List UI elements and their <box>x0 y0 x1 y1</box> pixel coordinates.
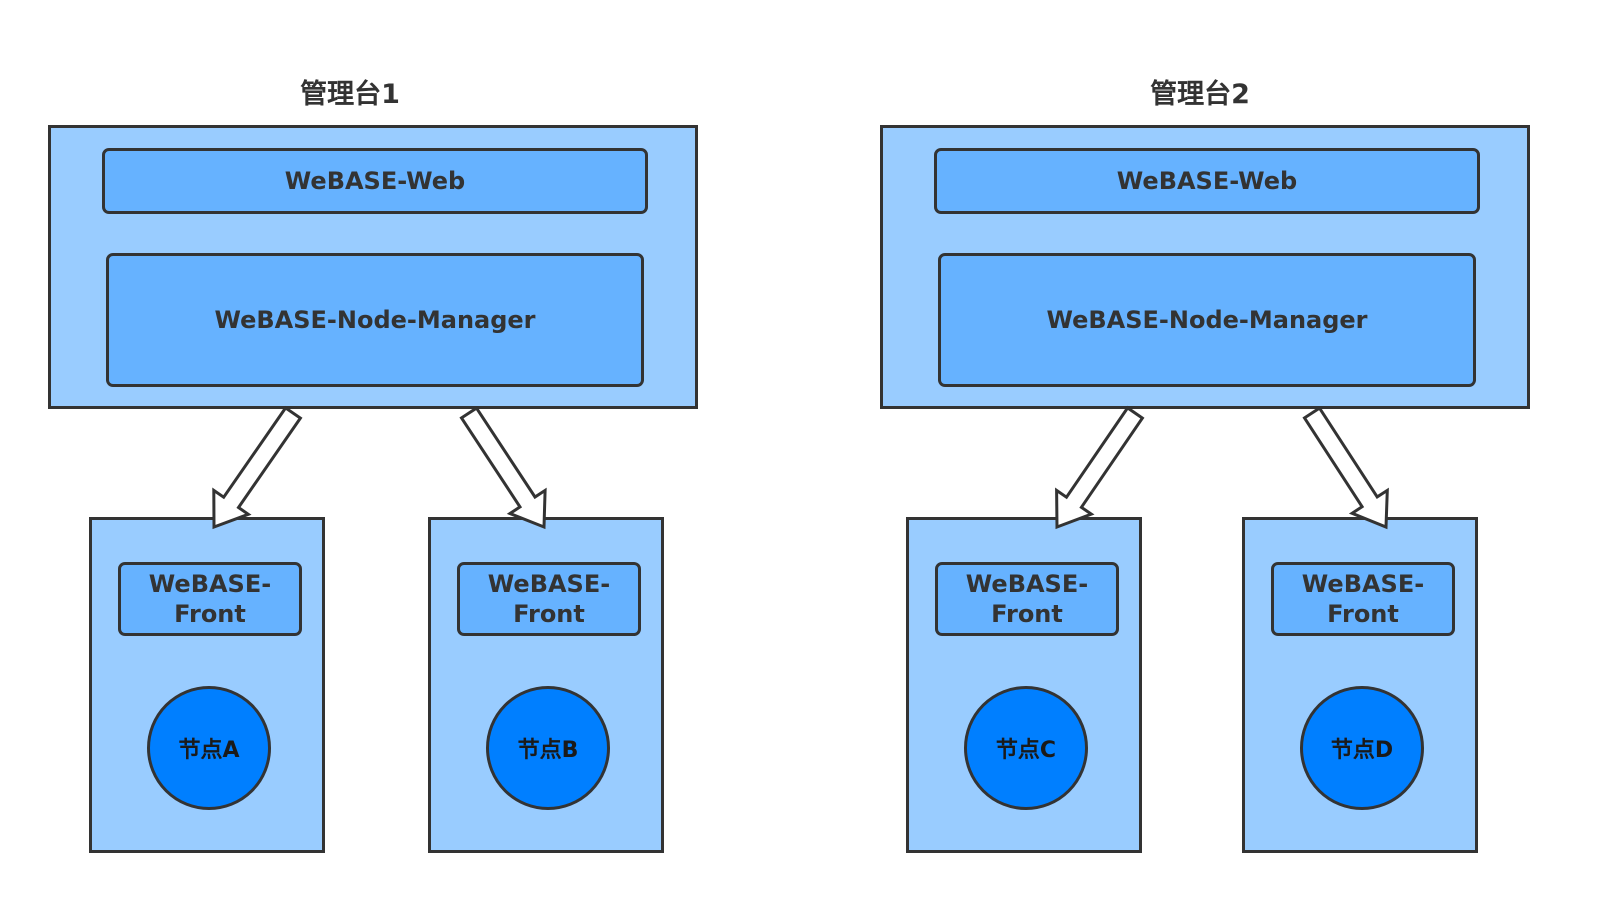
node-d-box: WeBASE-Front 节点D <box>1242 517 1478 853</box>
node-c-box: WeBASE-Front 节点C <box>906 517 1142 853</box>
node-d-circle: 节点D <box>1300 686 1424 810</box>
webase-node-manager-box: WeBASE-Node-Manager <box>938 253 1476 387</box>
webase-front-box: WeBASE-Front <box>1271 562 1455 636</box>
node-c-circle: 节点C <box>964 686 1088 810</box>
arrow-console2-to-node-d <box>1302 406 1389 530</box>
node-a-box: WeBASE-Front 节点A <box>89 517 325 853</box>
console-1-title: 管理台1 <box>300 79 400 110</box>
console-2-title: 管理台2 <box>1150 79 1250 110</box>
webase-web-box: WeBASE-Web <box>934 148 1480 214</box>
node-a-circle: 节点A <box>147 686 271 810</box>
console-2-box: WeBASE-Web WeBASE-Node-Manager <box>880 125 1530 409</box>
webase-front-box: WeBASE-Front <box>118 562 302 636</box>
webase-front-box: WeBASE-Front <box>935 562 1119 636</box>
webase-web-box: WeBASE-Web <box>102 148 648 214</box>
node-b-box: WeBASE-Front 节点B <box>428 517 664 853</box>
node-b-circle: 节点B <box>486 686 610 810</box>
console-1-box: WeBASE-Web WeBASE-Node-Manager <box>48 125 698 409</box>
webase-node-manager-box: WeBASE-Node-Manager <box>106 253 644 387</box>
arrow-console2-to-node-c <box>1055 405 1145 530</box>
arrow-console1-to-node-b <box>459 406 547 530</box>
arrow-console1-to-node-a <box>212 405 303 530</box>
webase-front-box: WeBASE-Front <box>457 562 641 636</box>
